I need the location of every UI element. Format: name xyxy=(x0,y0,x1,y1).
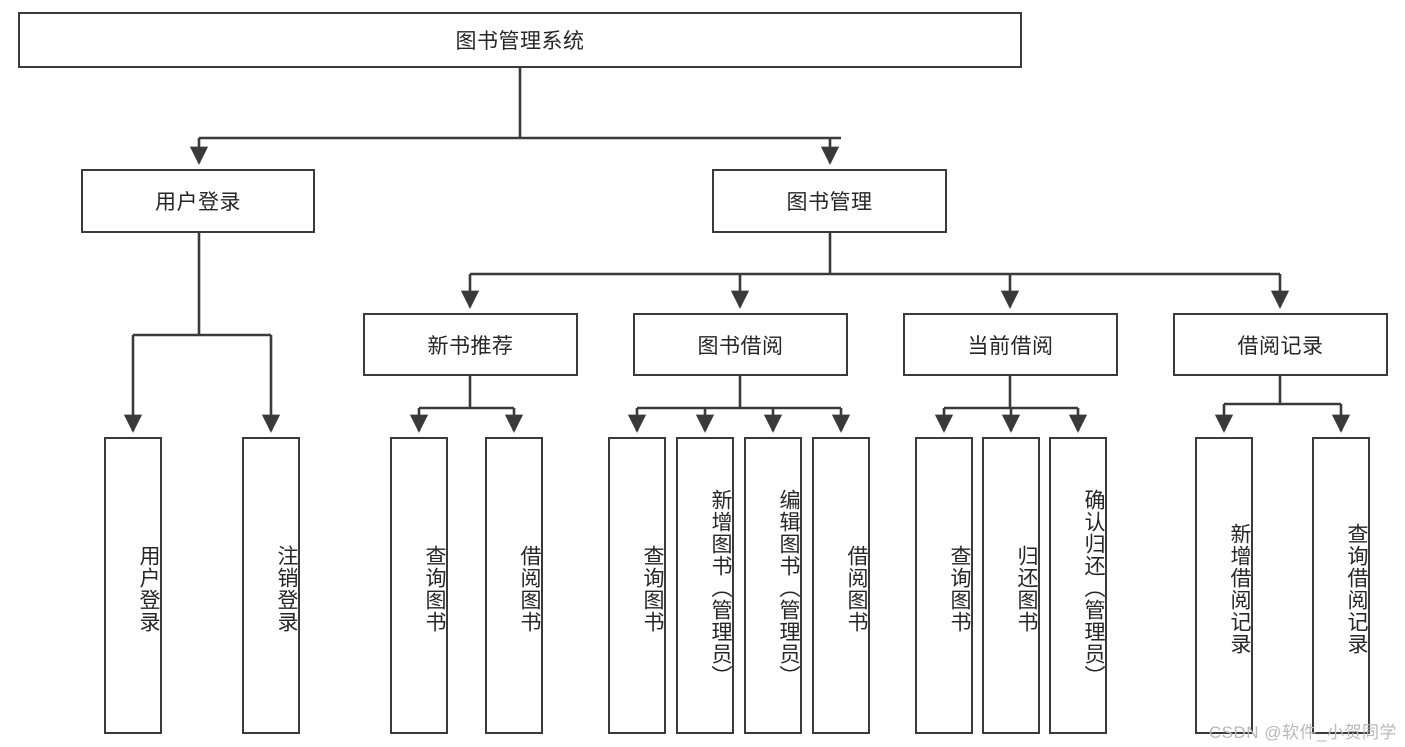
node-new-book-recommend[interactable]: 新书推荐 xyxy=(363,313,578,376)
node-label: 编辑图书（管理员） xyxy=(777,488,800,687)
node-leaf-record-add-record[interactable]: 新增借阅记录 xyxy=(1195,437,1253,734)
node-label: 图书管理 xyxy=(786,191,873,214)
node-label: 借阅记录 xyxy=(1237,334,1324,358)
node-label: 图书管理系统 xyxy=(455,30,585,53)
csdn-watermark: CSDN @软件_小贺同学 xyxy=(1208,723,1397,742)
node-label: 查询借阅记录 xyxy=(1345,522,1368,655)
node-leaf-recommend-query-book[interactable]: 查询图书 xyxy=(390,437,448,734)
node-leaf-record-query-record[interactable]: 查询借阅记录 xyxy=(1312,437,1370,734)
node-leaf-borrow-add-book[interactable]: 新增图书（管理员） xyxy=(676,437,734,734)
node-label: 图书借阅 xyxy=(697,334,784,358)
node-leaf-user-login[interactable]: 用户登录 xyxy=(104,437,162,734)
node-label: 借阅图书 xyxy=(845,544,868,633)
node-leaf-borrow-borrow-book[interactable]: 借阅图书 xyxy=(812,437,870,734)
node-label: 查询图书 xyxy=(641,544,664,633)
node-leaf-current-query-book[interactable]: 查询图书 xyxy=(915,437,973,734)
node-leaf-current-confirm-return[interactable]: 确认归还（管理员） xyxy=(1049,437,1107,734)
node-leaf-borrow-query-book[interactable]: 查询图书 xyxy=(608,437,666,734)
node-label: 用户登录 xyxy=(155,191,241,214)
node-label: 归还图书 xyxy=(1015,544,1038,633)
node-leaf-borrow-edit-book[interactable]: 编辑图书（管理员） xyxy=(744,437,802,734)
node-current-borrow[interactable]: 当前借阅 xyxy=(903,313,1118,376)
node-leaf-user-logout[interactable]: 注销登录 xyxy=(242,437,300,734)
node-label: 当前借阅 xyxy=(967,334,1054,358)
node-label: 借阅图书 xyxy=(518,544,541,633)
node-root-system[interactable]: 图书管理系统 xyxy=(18,12,1022,68)
node-label: 确认归还（管理员） xyxy=(1082,488,1105,687)
node-book-management[interactable]: 图书管理 xyxy=(712,169,947,233)
node-leaf-current-return-book[interactable]: 归还图书 xyxy=(982,437,1040,734)
node-label: 新增借阅记录 xyxy=(1228,522,1251,655)
node-label: 用户登录 xyxy=(137,544,160,633)
node-borrow-record[interactable]: 借阅记录 xyxy=(1173,313,1388,376)
node-label: 注销登录 xyxy=(275,544,298,633)
node-leaf-recommend-borrow-book[interactable]: 借阅图书 xyxy=(485,437,543,734)
node-label: 查询图书 xyxy=(948,544,971,633)
node-label: 查询图书 xyxy=(423,544,446,633)
node-book-borrow[interactable]: 图书借阅 xyxy=(633,313,848,376)
node-user-login[interactable]: 用户登录 xyxy=(81,169,315,233)
node-label: 新增图书（管理员） xyxy=(709,488,732,687)
node-label: 新书推荐 xyxy=(427,334,514,358)
